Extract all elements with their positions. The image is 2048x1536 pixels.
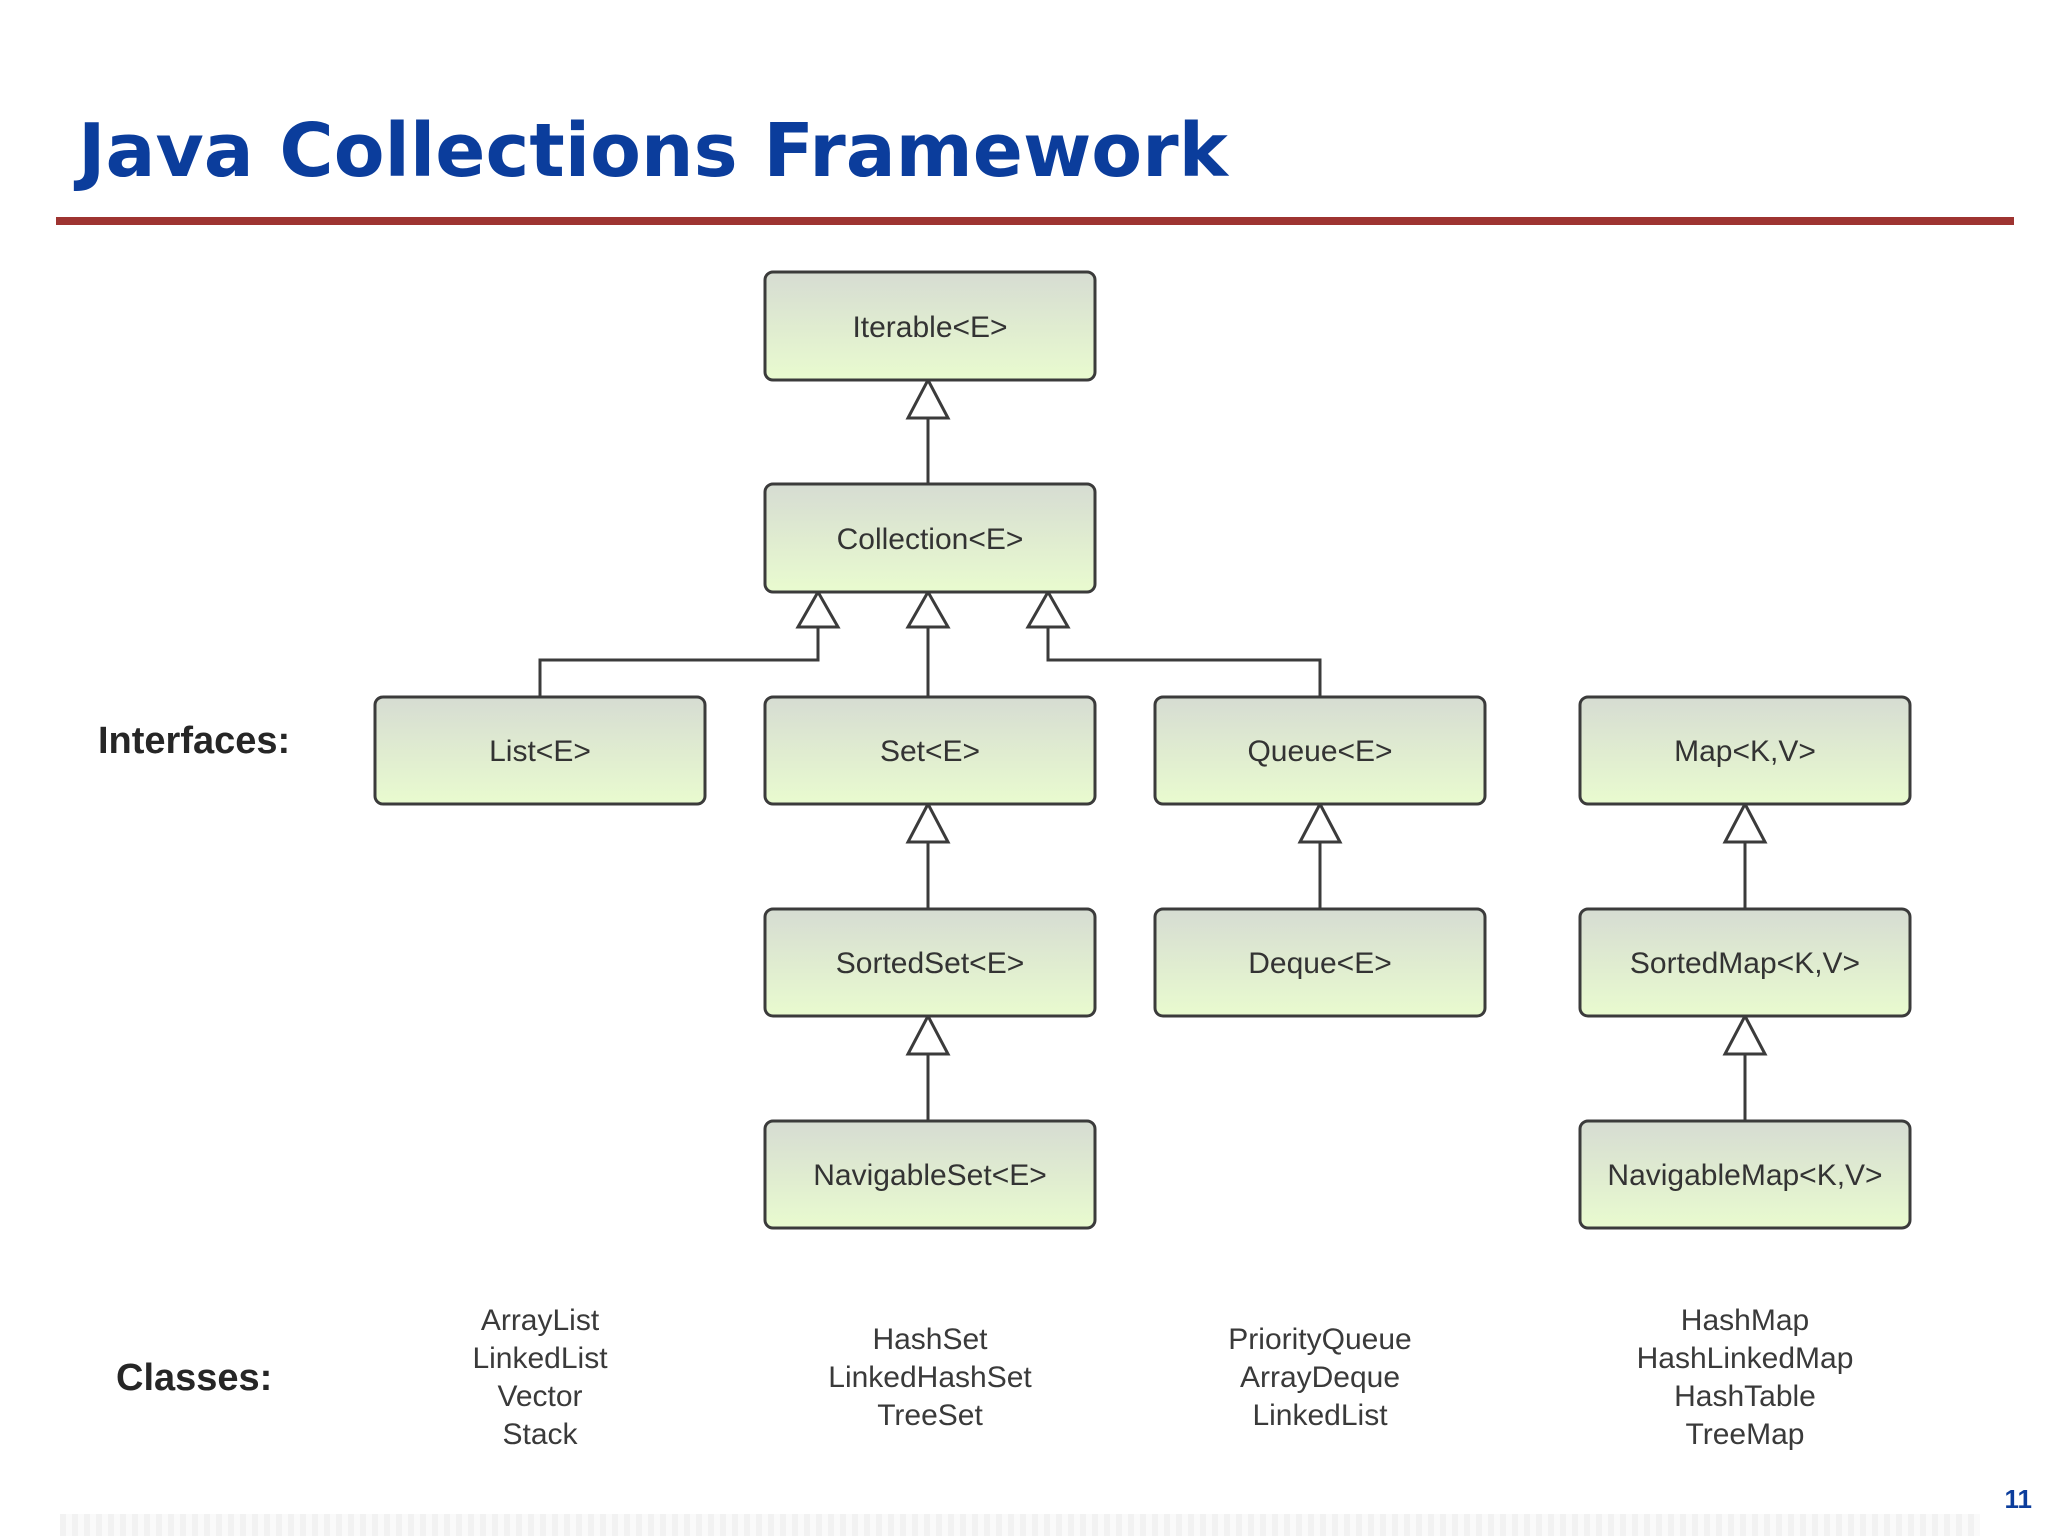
class-name: LinkedList — [472, 1342, 608, 1375]
class-name: HashTable — [1674, 1380, 1816, 1413]
class-name: PriorityQueue — [1228, 1323, 1412, 1356]
class-name: HashSet — [872, 1323, 988, 1356]
node-label: Collection<E> — [837, 523, 1024, 556]
class-name: LinkedList — [1252, 1399, 1388, 1432]
node-sortedset: SortedSet<E> — [763, 907, 1097, 1018]
class-name: HashLinkedMap — [1636, 1342, 1854, 1375]
node-label: List<E> — [489, 735, 591, 768]
map-classes: HashMap HashLinkedMap HashTable TreeMap — [1580, 1302, 1910, 1454]
node-deque: Deque<E> — [1153, 907, 1487, 1018]
arrowhead-icon — [905, 376, 951, 420]
edge-queue-collection — [1046, 627, 1322, 697]
arrowhead-icon — [1025, 588, 1071, 629]
node-sortedmap: SortedMap<K,V> — [1578, 907, 1912, 1018]
arrowhead-icon — [1722, 1012, 1768, 1056]
node-map: Map<K,V> — [1578, 695, 1912, 806]
set-classes: HashSet LinkedHashSet TreeSet — [765, 1321, 1095, 1435]
class-name: ArrayList — [480, 1304, 600, 1337]
node-navigableset: NavigableSet<E> — [763, 1119, 1097, 1230]
node-navigablemap: NavigableMap<K,V> — [1578, 1119, 1912, 1230]
node-collection: Collection<E> — [763, 482, 1097, 594]
arrowhead-icon — [905, 1012, 951, 1056]
classes-label: Classes: — [116, 1357, 273, 1399]
arrowhead-icon — [795, 588, 841, 629]
arrowhead-icon — [1297, 800, 1343, 844]
edge-list-collection — [538, 627, 820, 697]
page-number: 11 — [2004, 1484, 2033, 1514]
class-name: HashMap — [1680, 1304, 1810, 1337]
class-name: TreeMap — [1685, 1418, 1805, 1451]
class-name: LinkedHashSet — [828, 1361, 1032, 1394]
inheritance-arrowheads — [795, 376, 1768, 1056]
node-label: NavigableMap<K,V> — [1607, 1159, 1882, 1192]
node-list: List<E> — [373, 695, 707, 806]
node-label: Set<E> — [880, 735, 980, 768]
node-label: Iterable<E> — [852, 311, 1007, 344]
node-set: Set<E> — [763, 695, 1097, 806]
footer-strip — [60, 1514, 1980, 1536]
class-name: Stack — [502, 1418, 578, 1451]
queue-classes: PriorityQueue ArrayDeque LinkedList — [1155, 1321, 1485, 1435]
arrowhead-icon — [1722, 800, 1768, 844]
title-divider — [56, 217, 2014, 225]
node-label: SortedSet<E> — [836, 947, 1024, 980]
arrowhead-icon — [905, 588, 951, 629]
interfaces-label: Interfaces: — [98, 720, 291, 762]
class-name: TreeSet — [877, 1399, 983, 1432]
node-label: Map<K,V> — [1674, 735, 1816, 768]
node-iterable: Iterable<E> — [763, 270, 1097, 382]
slide-title: Java Collections Framework — [78, 108, 1228, 194]
class-name: Vector — [497, 1380, 583, 1413]
arrowhead-icon — [905, 800, 951, 844]
node-queue: Queue<E> — [1153, 695, 1487, 806]
list-classes: ArrayList LinkedList Vector Stack — [375, 1302, 705, 1454]
node-label: Queue<E> — [1247, 735, 1392, 768]
node-label: SortedMap<K,V> — [1630, 947, 1860, 980]
inheritance-connectors — [538, 418, 1747, 1121]
node-label: Deque<E> — [1248, 947, 1391, 980]
class-name: ArrayDeque — [1239, 1361, 1401, 1394]
node-label: NavigableSet<E> — [813, 1159, 1047, 1192]
